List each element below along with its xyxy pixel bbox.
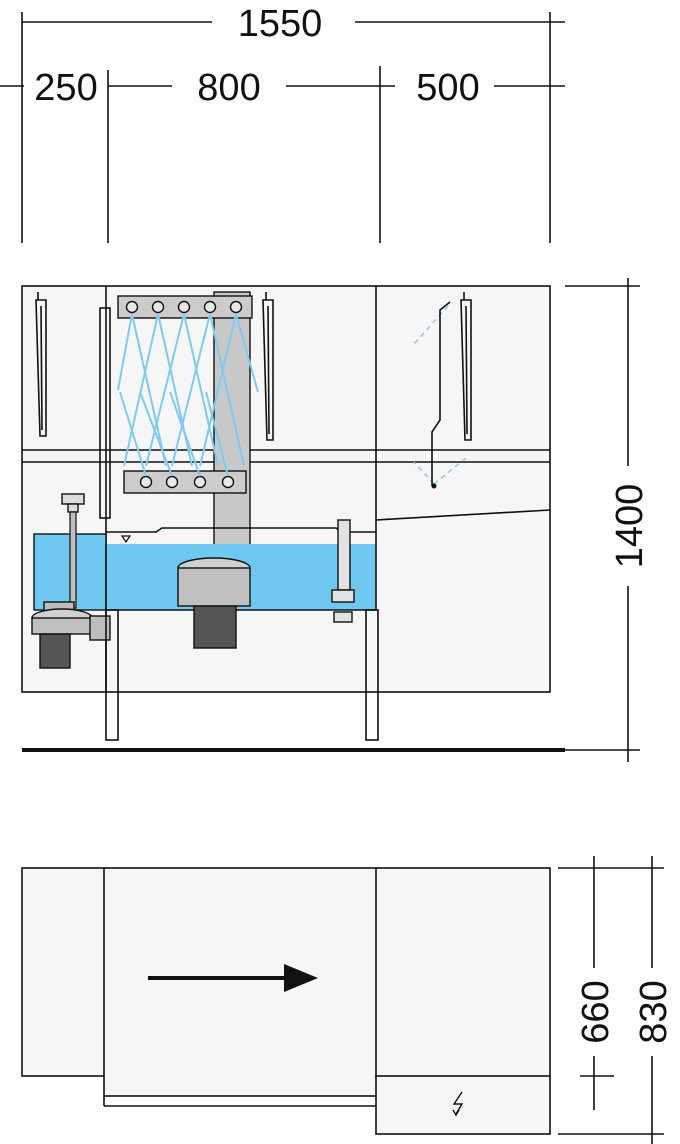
- curtain: [262, 292, 274, 441]
- plan-wash-module: [103, 867, 379, 1097]
- arrow-right-icon: [148, 964, 318, 992]
- top-dimensions: 1550 250 800 500: [0, 3, 565, 243]
- dim-depth-inner: 660: [575, 980, 617, 1043]
- dim-section-2: 800: [197, 67, 260, 109]
- rinse-jets: [413, 305, 467, 485]
- prewash-pump: [31, 493, 111, 669]
- curtain: [460, 292, 472, 441]
- curtain: [35, 292, 47, 437]
- plan-rinse-module: [375, 867, 551, 1079]
- wash-column: [213, 291, 251, 553]
- dim-section-3: 500: [416, 67, 479, 109]
- plan-view: 660 830: [21, 856, 675, 1144]
- leg: [105, 609, 119, 741]
- wash-pump: [177, 557, 251, 649]
- dim-section-1: 250: [34, 67, 97, 109]
- dim-height: 1400: [609, 484, 651, 569]
- rinse-pipe: [431, 301, 451, 486]
- dim-total-width: 1550: [238, 3, 323, 45]
- plan-prewash-module: [21, 867, 107, 1077]
- dim-depth-outer: 830: [633, 980, 675, 1043]
- leg: [365, 609, 379, 741]
- lower-spray-arm: [123, 470, 247, 494]
- lightning-bolt-icon: [452, 1091, 464, 1117]
- spray-jets: [117, 313, 259, 477]
- floor-line: [22, 748, 565, 752]
- water-level-marker: [120, 535, 132, 544]
- side-elevation: 1400: [21, 278, 651, 762]
- upper-spray-arm: [117, 295, 253, 319]
- overflow-pipe: [331, 519, 355, 623]
- electrical-panel: [375, 1075, 551, 1135]
